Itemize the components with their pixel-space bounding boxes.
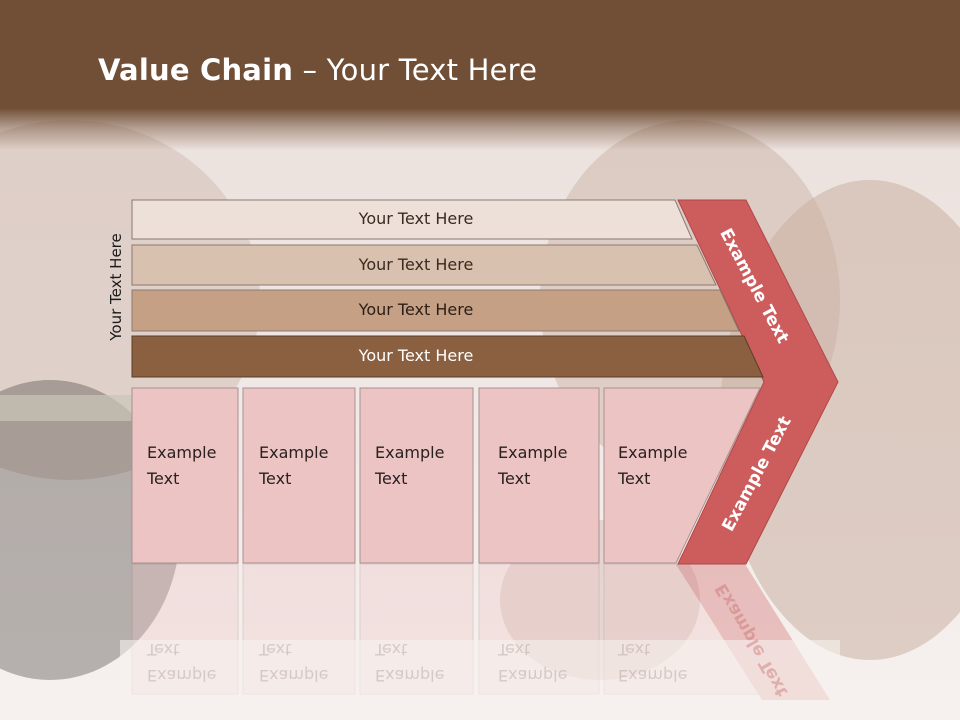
cell-5-shape [603,387,761,564]
row-1-shape [131,199,693,240]
title-band [0,0,960,150]
slide-title: Value Chain – Your Text Here [98,53,537,87]
row-2-label: Your Text Here [358,255,474,274]
title-bold: Value Chain [98,53,294,87]
row-3-label: Your Text Here [358,300,474,319]
chevron-arrow [677,199,839,565]
cell-2-shape [242,387,356,564]
row-3-shape [131,289,740,332]
cell-1-shape [131,387,239,564]
title-rest: – Your Text Here [293,53,538,87]
row-2-shape [131,244,717,286]
row-1-label: Your Text Here [358,209,474,228]
row-4-shape [131,335,764,378]
row-4-label: Your Text Here [358,346,474,365]
cell-4-shape [478,387,600,564]
cell-3-shape [359,387,474,564]
